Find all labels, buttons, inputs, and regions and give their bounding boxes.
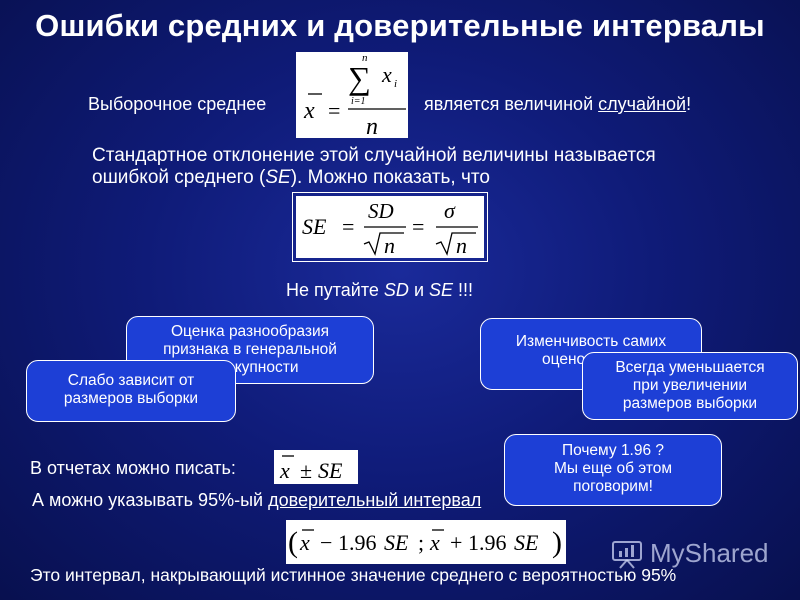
callout-sd-meaning-l2: признака в генеральной [163,341,337,358]
mean-denom: n [366,114,378,138]
ci-coef2: 1.96 [468,530,507,555]
warning-se: SE [429,280,454,300]
se-sd: SD [368,199,394,223]
mean-equals: = [328,98,340,123]
sum-lower: i=1 [351,96,366,107]
mean-formula-svg: x = n ∑ i=1 x i n [303,52,406,140]
warning-mid: и [408,280,429,300]
se-formula-svg: SE = SD n = σ n [302,198,478,258]
callout-why-l3: поговорим! [573,478,653,495]
sum-upper: n [362,52,368,64]
mean-suffix: является величиной случайной! [424,94,691,115]
sigma-sum-icon: ∑ [348,60,371,96]
ci-plus: + [450,530,462,555]
mean-numer-x: x [381,62,392,87]
ci-formula-svg: ( x − 1.96 SE ; x + 1.96 SE ) [288,526,562,559]
callout-se-sample-size: Всегда уменьшается при увеличении размер… [582,352,798,420]
se-eq1: = [342,214,354,239]
presentation-icon [612,541,642,569]
report-line: В отчетах можно писать: [30,458,236,478]
callout-why-196: Почему 1.96 ? Мы еще об этом поговорим! [504,434,722,506]
pm-sign: ± [300,458,312,483]
se-formula: SE = SD n = σ n [296,196,484,258]
callout-sd-sample-size: Слабо зависит от размеров выборки [26,360,236,422]
ci-close-paren: ) [552,526,562,559]
ci-formula: ( x − 1.96 SE ; x + 1.96 SE ) [286,520,566,564]
ci-x1: x [299,530,310,555]
se-n2: n [456,233,467,258]
callout-sd-meaning-l1: Оценка разнообразия [170,323,330,340]
callout-why-l1: Почему 1.96 ? [561,442,665,459]
ci-semicolon: ; [418,530,424,555]
sqrt-icon [363,232,404,256]
se-lhs: SE [302,214,327,239]
pm-formula-svg: x ± SE [279,455,343,483]
mean-suffix-text: является величиной [424,94,599,114]
callout-why-l2: Мы еще об этом [553,460,673,477]
se-intro-line1: Стандартное отклонение этой случайной ве… [92,145,656,166]
pm-se: SE [318,458,343,483]
random-link[interactable]: случайной [598,94,687,114]
callout-sd-sample-l2: размеров выборки [63,390,199,407]
sd-se-warning: Не путайте SD и SE !!! [286,280,473,301]
mean-label: Выборочное среднее [88,94,267,114]
se-n1: n [384,233,395,258]
mean-formula: x = n ∑ i=1 x i n [296,52,408,140]
warning-tail: !!! [453,280,474,300]
ci-line-text: А можно указывать 95%-ый [32,490,269,510]
se-eq2: = [412,214,424,239]
mean-numer-sub: i [394,78,397,90]
se-intro-line2: ошибкой среднего (SE). Можно показать, ч… [92,167,490,189]
sqrt-icon-2 [435,232,476,256]
se-intro-tail: ). Можно показать, что [290,167,490,188]
ci-open-paren: ( [288,526,298,559]
warning-sd: SD [383,280,409,300]
ci-x2: x [429,530,440,555]
callout-sd-sample-l1: Слабо зависит от [67,372,195,389]
callout-se-sample-l2: при увеличении [632,377,748,394]
ci-line: А можно указывать 95%-ый доверительный и… [32,490,481,511]
pm-formula: x ± SE [274,450,358,484]
callout-se-sample-l3: размеров выборки [622,395,758,412]
mean-lhs-x: x [303,98,315,124]
conclusion: Это интервал, накрывающий истинное значе… [30,565,677,585]
se-intro-text: ошибкой среднего ( [92,167,266,188]
callout-se-meaning-l1: Изменчивость самих [515,333,667,350]
se-abbrev: SE [265,167,291,188]
se-sigma: σ [444,198,456,223]
watermark: MyShared [610,536,790,572]
mean-suffix-end: ! [686,94,692,114]
callout-se-meaning-l2: оценок [542,351,592,368]
page-title: Ошибки средних и доверительные интервалы [35,8,765,43]
watermark-text: MyShared [650,538,769,568]
warning-text: Не путайте [286,280,384,300]
se-formula-frame [292,192,488,262]
confidence-interval-link[interactable]: доверительный интервал [268,490,482,510]
ci-se1: SE [384,530,409,555]
ci-minus: − [320,530,332,555]
pm-x: x [279,458,290,483]
ci-se2: SE [514,530,539,555]
callout-se-sample-l1: Всегда уменьшается [615,359,765,376]
ci-coef1: 1.96 [338,530,377,555]
